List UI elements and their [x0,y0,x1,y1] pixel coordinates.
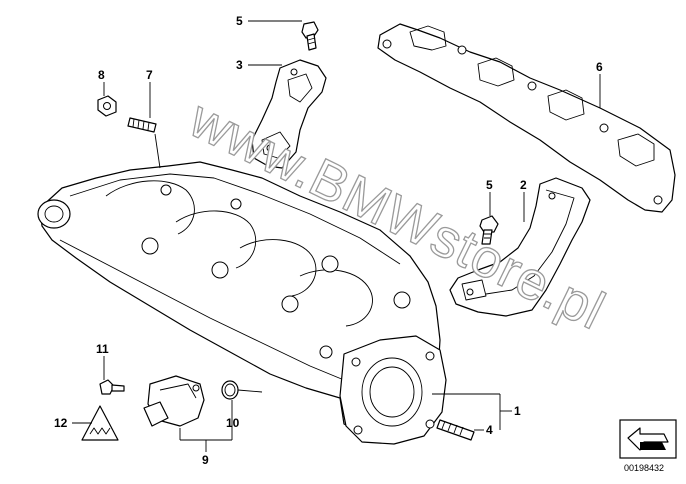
callout-8: 8 [98,68,105,82]
callout-4: 4 [486,423,493,437]
stud-part-4 [436,419,475,441]
document-number: 00198432 [624,463,664,473]
callout-6: 6 [596,60,603,74]
nut-part-8 [97,95,117,117]
callout-11: 11 [96,342,109,356]
intake-manifold-part-1 [37,161,447,445]
callout-5-lower: 5 [486,178,493,192]
callout-7: 7 [146,68,153,82]
stud-part-7 [127,117,157,133]
callout-10: 10 [226,416,240,430]
gasket-part-6 [377,23,676,213]
callout-2: 2 [520,178,527,192]
view-direction-arrow-icon [619,419,677,459]
o-ring-part-10 [221,380,239,400]
callout-5-upper: 5 [236,14,243,28]
bracket-part-2 [449,177,591,317]
callouts: 5 3 8 7 6 5 2 1 4 11 12 10 9 [54,14,603,467]
bolt-part-5-upper [301,21,319,51]
callout-1: 1 [514,404,521,418]
screw-part-11 [99,379,125,395]
callout-9: 9 [202,453,209,467]
bolt-part-5-lower [479,215,499,245]
callout-12: 12 [54,416,68,430]
callout-3: 3 [236,58,243,72]
sensor-part-9 [143,375,205,427]
leader-lines [72,20,601,452]
bracket-part-3 [251,59,327,169]
